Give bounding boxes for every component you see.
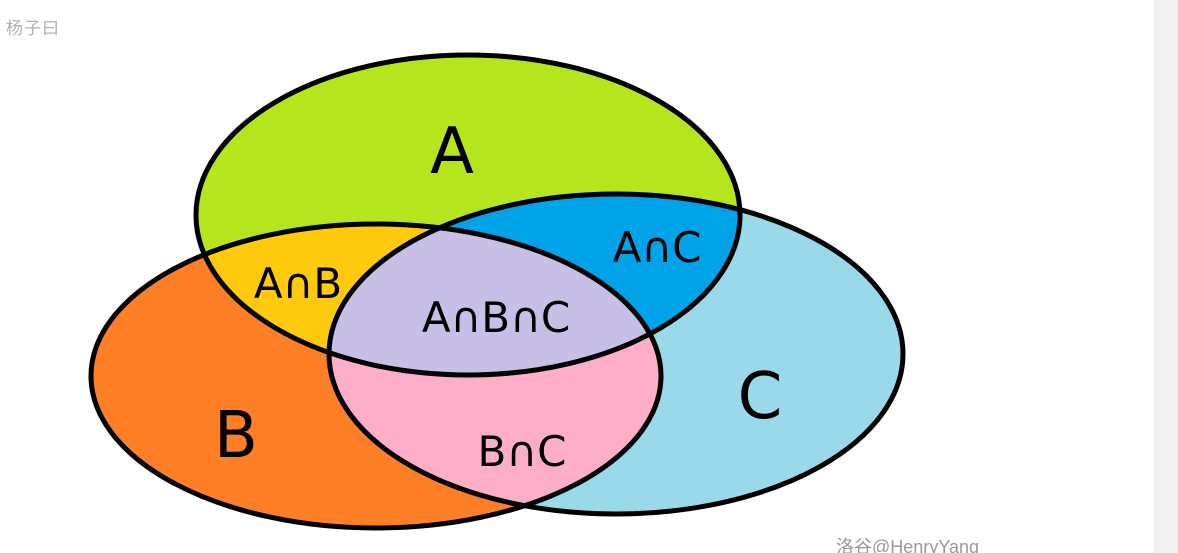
region-a-and-b-label: A∩B: [254, 259, 342, 308]
vertical-scrollbar[interactable]: [1154, 0, 1178, 553]
set-c-outline: [326, 191, 906, 517]
set-a-label: A: [430, 115, 474, 189]
region-b-and-c-label: B∩C: [478, 427, 567, 476]
region-a-and-b-and-c-label: A∩B∩C: [422, 293, 570, 342]
watermark-text: 洛谷@HenryYang: [836, 537, 979, 553]
venn-diagram-svg: A B C A∩B A∩C B∩C A∩B∩C: [88, 52, 906, 531]
set-b-label: B: [214, 399, 258, 473]
region-a-and-c-label: A∩C: [613, 223, 702, 272]
page-header-text: 杨子曰: [6, 19, 60, 39]
set-a-outline: [193, 52, 743, 378]
set-b-outline: [88, 221, 664, 531]
set-c-label: C: [738, 360, 783, 434]
venn-diagram: A B C A∩B A∩C B∩C A∩B∩C: [88, 52, 906, 531]
